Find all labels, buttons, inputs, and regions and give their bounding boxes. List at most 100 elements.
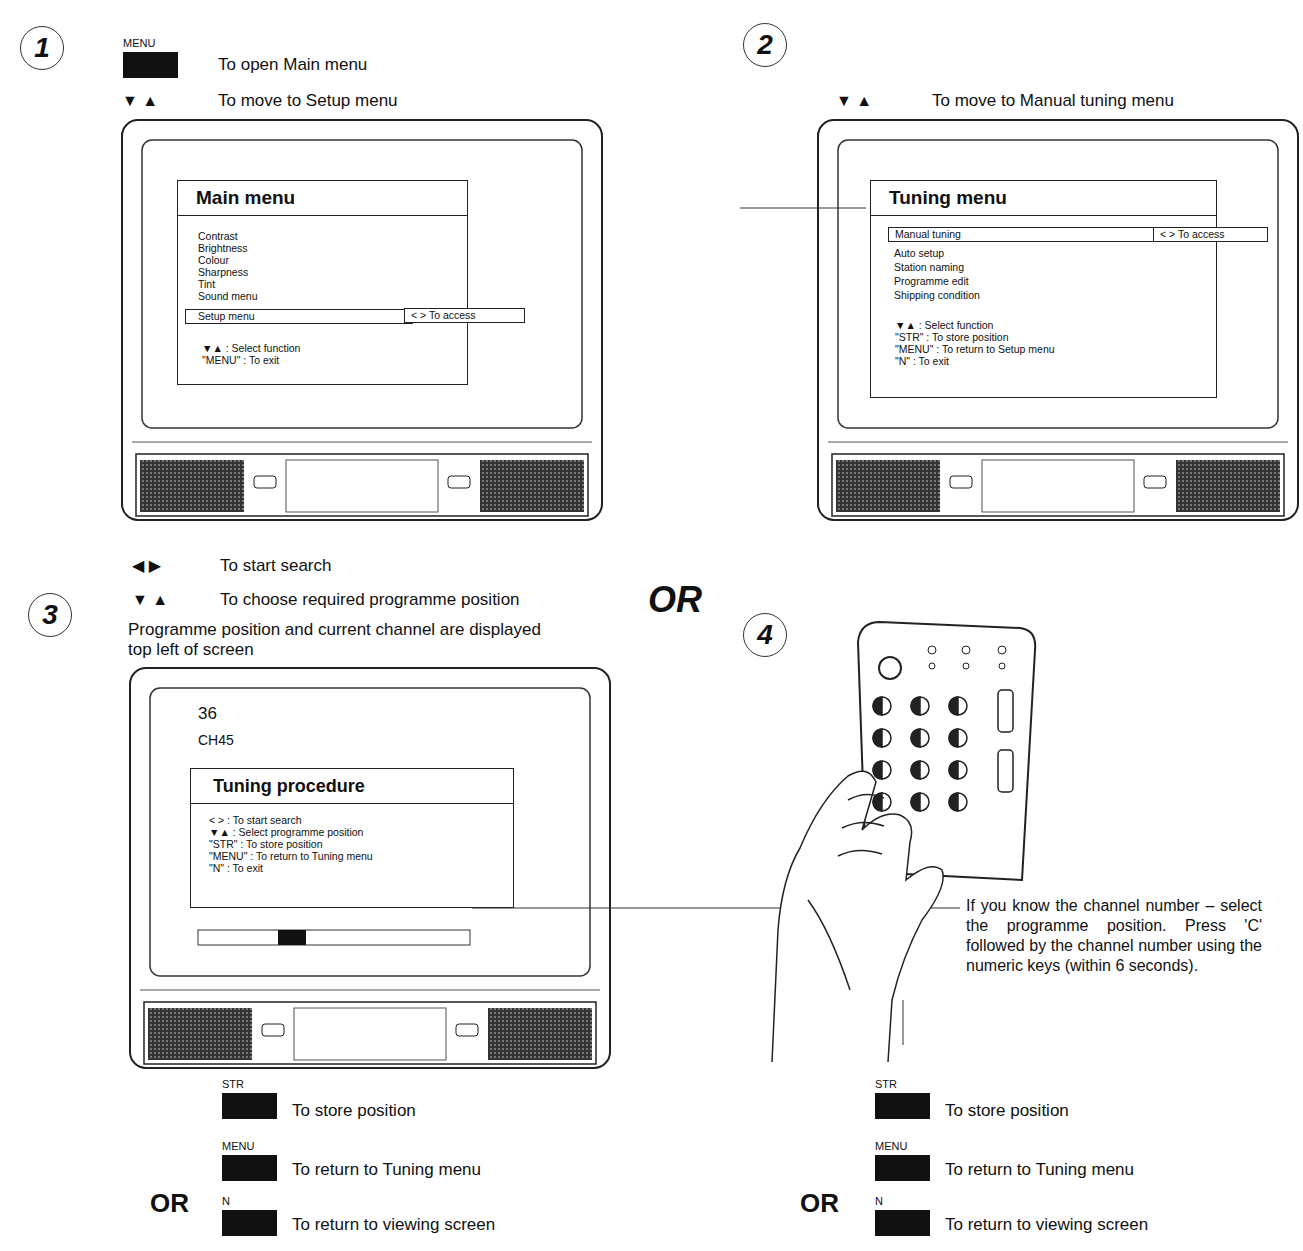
drawing-part (949, 793, 958, 811)
menu-text: Station naming (894, 260, 1216, 274)
button-key (875, 1210, 930, 1236)
drawing-part (879, 657, 901, 679)
drawing-part (911, 793, 920, 811)
menu-text: "N" : To exit (895, 355, 1216, 367)
menu-text: Sharpness (198, 266, 467, 278)
instruction-text: To store position (945, 1101, 1069, 1121)
drawing-part (998, 690, 1013, 732)
menu-text: N (875, 1195, 935, 1208)
menu-text: "MENU" : To return to Tuning menu (209, 850, 513, 862)
or-word: OR (150, 1188, 189, 1218)
remote-button: STR (875, 1078, 935, 1119)
drawing-part (873, 729, 882, 747)
step-number: 4 (757, 620, 773, 650)
menu-text: Brightness (198, 242, 467, 254)
highlight-bar: Manual tuning (888, 227, 1162, 242)
button-key (875, 1093, 930, 1119)
menu-text: Tint (198, 278, 467, 290)
highlight-bar: Setup menu (185, 309, 413, 324)
hint-box: < > To access (1153, 227, 1268, 242)
step-number: 1 (34, 33, 50, 63)
menu-text: Programme edit (894, 274, 1216, 288)
instruction-text: To store position (292, 1101, 416, 1121)
remote-button: N (222, 1195, 282, 1236)
menu-text: STR (222, 1078, 282, 1091)
menu-text: STR (875, 1078, 935, 1091)
menu-text: MENU (123, 37, 183, 50)
menu-text: Setup menu (186, 310, 412, 322)
drawing-part (911, 729, 920, 747)
step-number: 3 (42, 600, 58, 630)
menu-text: MENU (875, 1140, 935, 1153)
drawing-part (911, 761, 929, 779)
remote-button: MENU (123, 37, 183, 78)
drawing-part (838, 850, 882, 856)
drawing-part (911, 729, 929, 747)
menu-box: Tuning procedure< > : To start search▼▲ … (190, 768, 514, 908)
instruction-text: ▼ ▲ (122, 91, 158, 111)
leader-line (903, 1000, 904, 1045)
tv-set (818, 120, 1298, 520)
instruction-text: To move to Manual tuning menu (932, 91, 1174, 111)
instruction-text: To choose required programme position (220, 590, 520, 610)
drawing-part (911, 697, 929, 715)
drawing-part (949, 761, 958, 779)
progress-bar (198, 930, 470, 945)
drawing-part (911, 697, 920, 715)
menu-box: Main menuContrastBrightnessColourSharpne… (177, 180, 468, 385)
menu-text: Sound menu (198, 290, 467, 302)
menu-text: ▼▲ : Select programme position (209, 826, 513, 838)
drawing-part (873, 761, 891, 779)
drawing-part (949, 697, 967, 715)
drawing-part (842, 822, 884, 828)
menu-text: ▼▲ : Select function (895, 319, 1216, 331)
menu-box: Tuning menuAuto setupStation namingProgr… (870, 180, 1217, 398)
instruction-text: To return to Tuning menu (945, 1160, 1134, 1180)
step-number: 2 (757, 30, 773, 60)
drawing-part (998, 750, 1013, 792)
step-number: 4 (743, 613, 787, 657)
instruction-text: 36 (198, 704, 217, 724)
instruction-text: ▼ ▲ (836, 91, 872, 111)
drawing-part (873, 697, 882, 715)
button-key (875, 1155, 930, 1181)
menu-title: Tuning menu (871, 181, 1216, 216)
menu-text: Auto setup (894, 246, 1216, 260)
menu-text: Manual tuning (889, 228, 1161, 240)
drawing-part (911, 761, 920, 779)
menu-text: "STR" : To store position (895, 331, 1216, 343)
drawing-part (963, 663, 969, 669)
menu-text: ▼▲ : Select function (202, 342, 467, 354)
button-key (123, 52, 178, 78)
or-word: OR (800, 1188, 839, 1218)
drawing-part (949, 729, 958, 747)
menu-text: Colour (198, 254, 467, 266)
progress-marker (278, 930, 306, 945)
instruction-text: To open Main menu (218, 55, 367, 75)
menu-text: Contrast (198, 230, 467, 242)
drawing-part (929, 663, 935, 669)
menu-text: MENU (222, 1140, 282, 1153)
menu-title: Tuning procedure (191, 769, 513, 804)
menu-text: N (222, 1195, 282, 1208)
drawing-part (873, 697, 891, 715)
instruction-text: To move to Setup menu (218, 91, 398, 111)
drawing-part (949, 697, 958, 715)
drawing-part (999, 663, 1005, 669)
drawing-part (772, 771, 943, 1062)
instruction-text: To start search (220, 556, 332, 576)
button-key (222, 1093, 277, 1119)
instruction-text: To return to Tuning menu (292, 1160, 481, 1180)
instruction-text: CH45 (198, 732, 234, 748)
instruction-text: ◀ ▶ (132, 556, 161, 576)
leader-line (740, 208, 866, 209)
menu-text: "N" : To exit (209, 862, 513, 874)
drawing-part (873, 697, 967, 811)
step-number: 3 (28, 593, 72, 637)
menu-text: "MENU" : To return to Setup menu (895, 343, 1216, 355)
drawing-part (962, 646, 970, 654)
instruction-text: If you know the channel number – select … (966, 896, 1262, 976)
drawing-part (928, 646, 936, 654)
remote-button: MENU (875, 1140, 935, 1181)
menu-text: "MENU" : To exit (202, 354, 467, 366)
